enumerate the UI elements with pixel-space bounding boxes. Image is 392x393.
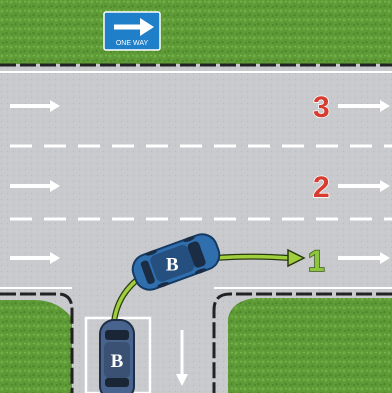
car-label: B bbox=[166, 254, 179, 275]
one-way-sign: ONE WAY bbox=[104, 12, 160, 50]
lane-number-2: 2 bbox=[313, 171, 330, 204]
lane-number-3: 3 bbox=[313, 91, 330, 124]
car-label: B bbox=[111, 351, 124, 372]
sign-text: ONE WAY bbox=[116, 40, 149, 47]
lane-number-1: 1 bbox=[308, 245, 325, 278]
car-waiting: B bbox=[100, 320, 134, 393]
